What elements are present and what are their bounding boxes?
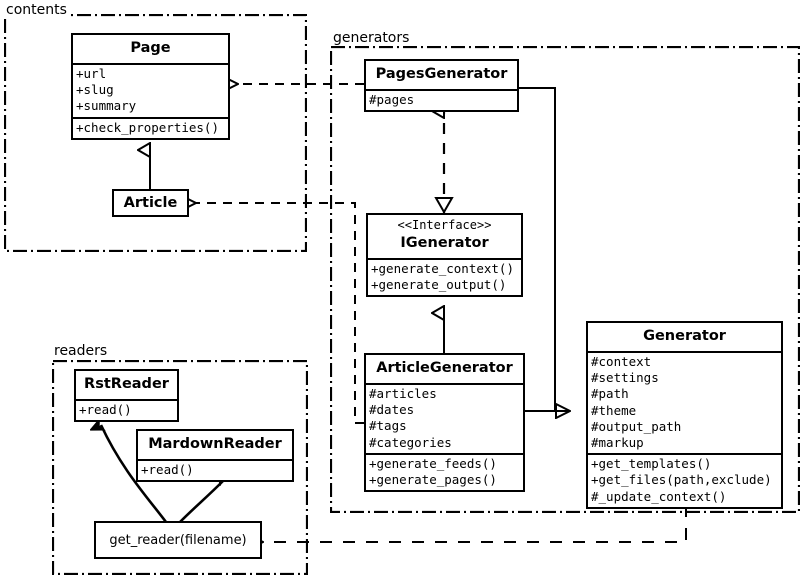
class-operations-mardown-reader: +read() (138, 459, 292, 480)
operation-row: #_update_context() (591, 488, 727, 504)
class-box-igenerator[interactable]: <<Interface>> IGenerator +generate_conte… (366, 213, 523, 298)
attribute-row: +summary (76, 98, 137, 114)
operation-row: +check_properties() (76, 119, 219, 135)
attribute-row: #markup (591, 435, 644, 451)
class-box-article[interactable]: Article (112, 189, 189, 217)
class-box-article-generator[interactable]: ArticleGenerator #articles #dates #tags … (364, 353, 525, 493)
operation-row: +generate_feeds() (369, 455, 497, 471)
attribute-row: #path (591, 386, 629, 402)
class-name-generator: Generator (643, 328, 726, 344)
operation-row: +generate_pages() (369, 472, 497, 488)
class-box-page[interactable]: Page +url +slug +summary +check_properti… (71, 33, 230, 140)
package-label-contents: contents (4, 2, 69, 18)
class-name-igenerator: IGenerator (400, 235, 489, 251)
attribute-row: #tags (369, 418, 407, 434)
class-box-get-reader[interactable]: get_reader(filename) (94, 521, 262, 559)
package-label-generators: generators (331, 30, 412, 46)
attribute-row: #articles (369, 386, 437, 402)
class-name-pages-generator: PagesGenerator (375, 66, 508, 82)
operation-row: +read() (141, 462, 194, 478)
class-stereotype-igenerator: <<Interface>> (397, 218, 492, 232)
attribute-row: #categories (369, 434, 452, 450)
attribute-row: +url (76, 66, 107, 82)
class-box-mardown-reader[interactable]: MardownReader +read() (136, 429, 294, 483)
class-name-page: Page (130, 40, 171, 56)
package-frame-contents (4, 14, 307, 252)
attribute-row: #settings (591, 370, 659, 386)
class-box-pages-generator[interactable]: PagesGenerator #pages (364, 59, 519, 113)
class-attributes-generator: #context #settings #path #theme #output_… (588, 351, 781, 453)
attribute-row: #theme (591, 402, 637, 418)
class-attributes-page: +url +slug +summary (73, 63, 228, 117)
attribute-row: #pages (369, 92, 415, 108)
class-attributes-pages-generator: #pages (366, 89, 517, 110)
class-name-article-generator: ArticleGenerator (376, 360, 513, 376)
operation-row: +get_files(path,exclude) (591, 472, 772, 488)
attribute-row: #output_path (591, 418, 682, 434)
class-box-rst-reader[interactable]: RstReader +read() (74, 369, 179, 423)
class-operations-generator: +get_templates() +get_files(path,exclude… (588, 453, 781, 507)
package-frame-readers (52, 360, 308, 575)
operation-row: +generate_context() (371, 261, 514, 277)
class-name-rst-reader: RstReader (84, 376, 169, 392)
class-operations-rst-reader: +read() (76, 399, 177, 420)
class-name-article: Article (123, 195, 178, 211)
operation-row: +generate_output() (371, 277, 507, 293)
class-operations-page: +check_properties() (73, 116, 228, 138)
operation-row: +read() (79, 402, 132, 418)
attribute-row: #context (591, 354, 652, 370)
attribute-row: +slug (76, 82, 114, 98)
package-label-readers: readers (52, 343, 110, 359)
attribute-row: #dates (369, 402, 415, 418)
class-name-mardown-reader: MardownReader (148, 436, 282, 452)
class-operations-article-generator: +generate_feeds() +generate_pages() (366, 452, 523, 490)
class-box-generator[interactable]: Generator #context #settings #path #them… (586, 321, 783, 509)
class-attributes-article-generator: #articles #dates #tags #categories (366, 383, 523, 453)
function-name-get-reader: get_reader(filename) (109, 532, 247, 548)
operation-row: +get_templates() (591, 456, 712, 472)
class-operations-igenerator: +generate_context() +generate_output() (368, 258, 521, 295)
